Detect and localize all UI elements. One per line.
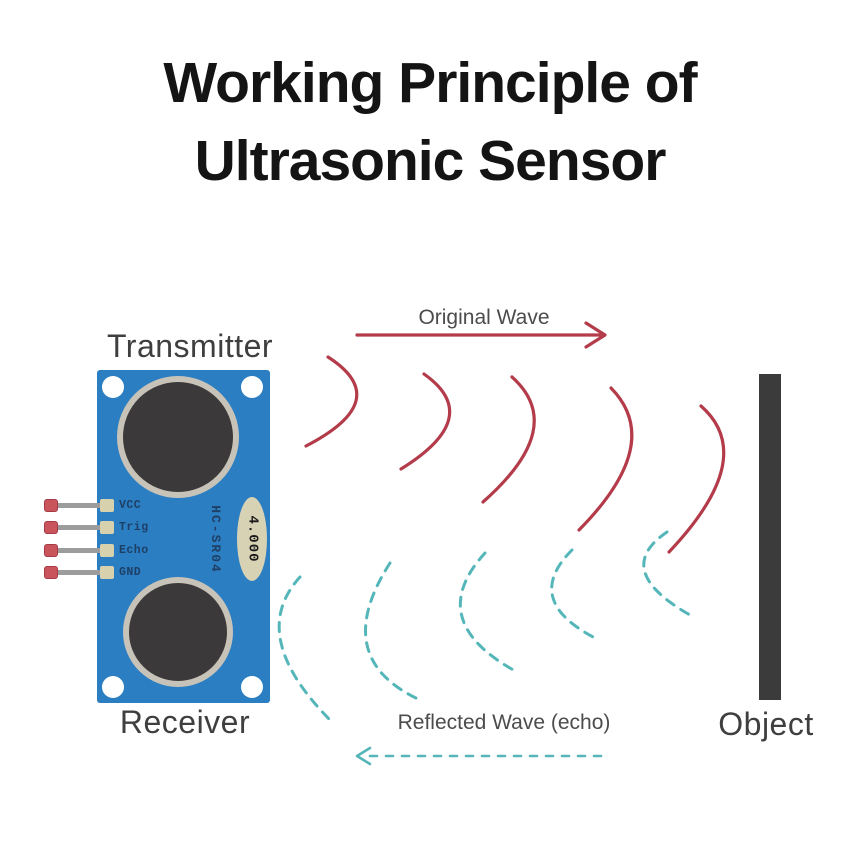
pin-header-icon xyxy=(44,565,58,579)
original-wave-label: Original Wave xyxy=(418,306,550,329)
original-wave-arc-4 xyxy=(577,386,634,532)
reflected-wave-arc-2 xyxy=(364,561,422,702)
pin-wire xyxy=(58,547,100,553)
receiver-transducer xyxy=(123,577,233,687)
original-wave-arc-5 xyxy=(667,404,726,554)
mounting-hole-bottom-right xyxy=(241,676,263,698)
original-wave-arcs xyxy=(304,355,726,554)
pin-label-echo: Echo xyxy=(119,543,149,557)
original-wave-arc-3 xyxy=(481,375,536,504)
pin-wire xyxy=(58,502,100,508)
pin-pad xyxy=(100,498,114,512)
pin-pad xyxy=(100,520,114,534)
pin-row-gnd: GND xyxy=(44,565,141,579)
title-line-2: Ultrasonic Sensor xyxy=(194,129,667,193)
object-bar xyxy=(759,374,781,700)
title-line-1: Working Principle of xyxy=(163,51,697,115)
reflected-wave-arrow xyxy=(355,746,606,766)
reflected-wave-arc-4 xyxy=(550,548,597,640)
receiver-label: Receiver xyxy=(119,704,251,740)
reflected-wave-arc-5 xyxy=(642,530,692,617)
pin-header-icon xyxy=(44,520,58,534)
pin-label-vcc: VCC xyxy=(119,498,142,512)
reflected-wave-arc-3 xyxy=(459,551,519,674)
reflected-wave-arrowhead xyxy=(355,746,372,766)
crystal-label: 4.000 xyxy=(244,515,261,563)
reflected-wave-label: Reflected Wave (echo) xyxy=(397,711,611,734)
mounting-hole-top-right xyxy=(241,376,263,398)
original-wave-arc-2 xyxy=(399,372,452,471)
reflected-wave-arcs xyxy=(277,530,692,724)
original-wave-arc-1 xyxy=(304,355,359,448)
pin-header-icon xyxy=(44,498,58,512)
crystal-oscillator: 4.000 xyxy=(237,497,267,581)
original-wave-arrowhead xyxy=(584,321,607,349)
mounting-hole-bottom-left xyxy=(102,676,124,698)
ultrasonic-sensor-board: HC-SR04 4.000 xyxy=(97,370,270,703)
pin-wire xyxy=(58,569,100,575)
pin-label-gnd: GND xyxy=(119,565,142,579)
reflected-wave-arc-1 xyxy=(277,575,334,724)
transmitter-label: Transmitter xyxy=(106,328,274,364)
transmitter-transducer xyxy=(117,376,239,498)
pin-row-echo: Echo xyxy=(44,543,149,557)
pin-row-trig: Trig xyxy=(44,520,149,534)
object-label: Object xyxy=(718,706,814,742)
chip-label: HC-SR04 xyxy=(207,505,223,574)
page-title: Working Principle of Ultrasonic Sensor xyxy=(0,44,860,200)
pin-label-trig: Trig xyxy=(119,520,149,534)
pin-pad xyxy=(100,543,114,557)
pin-header-icon xyxy=(44,543,58,557)
mounting-hole-top-left xyxy=(102,376,124,398)
pin-pad xyxy=(100,565,114,579)
pin-wire xyxy=(58,524,100,530)
pin-row-vcc: VCC xyxy=(44,498,141,512)
